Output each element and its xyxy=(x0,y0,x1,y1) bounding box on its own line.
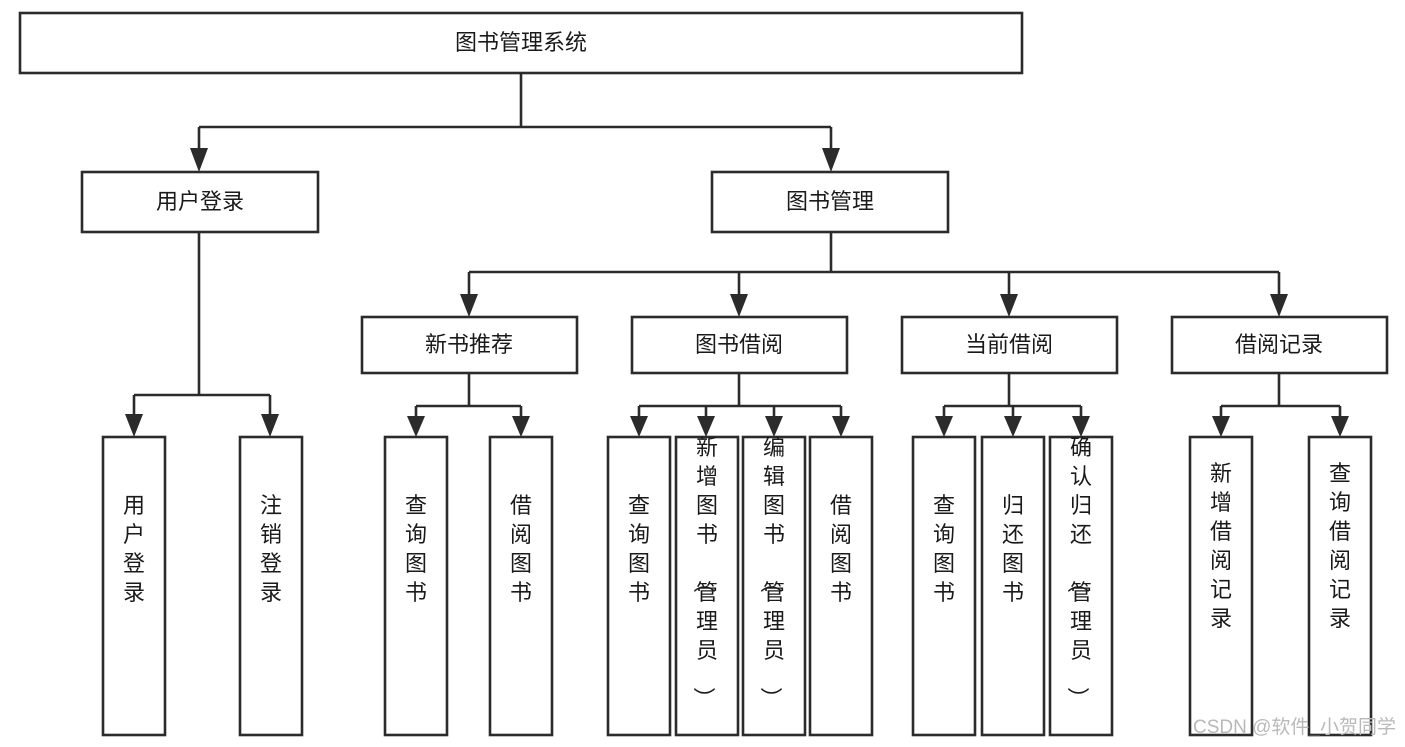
node-leaf-cb-return-book-box[interactable] xyxy=(980,435,1046,737)
connector-group-new-book xyxy=(407,373,530,437)
node-leaf-cb-return-book-label: 归还图书 xyxy=(1002,493,1024,605)
node-leaf-br-add-record-box[interactable] xyxy=(1188,435,1254,737)
node-leaf-bb-query-book[interactable]: 查询图书 xyxy=(606,435,672,737)
arrowhead-br-query-record xyxy=(1331,416,1349,437)
arrowhead-current-borrow xyxy=(1000,294,1018,317)
arrowhead-cb-return-book xyxy=(1004,416,1022,437)
csdn-watermark: CSDN @软件_小贺同学 xyxy=(1193,716,1396,738)
node-leaf-nb-query-book[interactable]: 查询图书 xyxy=(383,435,449,737)
node-leaf-logout-box[interactable] xyxy=(238,435,304,737)
connector-group-book-manage xyxy=(460,232,1288,317)
node-leaf-cb-confirm-return[interactable]: 确认归还（管理员） xyxy=(1048,435,1114,737)
node-user-login[interactable]: 用户登录 xyxy=(80,170,320,234)
node-leaf-br-add-record-label: 新增借阅记录 xyxy=(1210,461,1232,631)
node-root-system-label: 图书管理系统 xyxy=(455,30,587,55)
arrowhead-bb-edit-book xyxy=(765,416,783,437)
node-leaf-bb-query-book-label: 查询图书 xyxy=(628,493,650,605)
node-borrow-record[interactable]: 借阅记录 xyxy=(1170,315,1389,375)
arrowhead-bb-add-book xyxy=(697,416,715,437)
node-leaf-cb-confirm-return-box[interactable] xyxy=(1048,435,1114,737)
node-user-login-box[interactable] xyxy=(80,170,320,234)
node-leaf-nb-borrow-book-box[interactable] xyxy=(488,435,554,737)
node-leaf-nb-borrow-book-label: 借阅图书 xyxy=(510,493,532,605)
node-leaf-cb-query-book[interactable]: 查询图书 xyxy=(911,435,977,737)
node-leaf-nb-query-book-label: 查询图书 xyxy=(405,493,427,605)
node-leaf-bb-edit-book[interactable]: 编辑图书（管理员） xyxy=(741,435,807,737)
node-borrow-record-box[interactable] xyxy=(1170,315,1389,375)
arrowhead-user-login xyxy=(190,148,208,172)
node-book-manage[interactable]: 图书管理 xyxy=(710,170,950,234)
node-leaf-br-add-record[interactable]: 新增借阅记录 xyxy=(1188,435,1254,737)
arrowhead-nb-query-book xyxy=(407,416,425,437)
arrowhead-nb-borrow-book xyxy=(512,416,530,437)
node-leaf-br-query-record[interactable]: 查询借阅记录 xyxy=(1307,435,1373,737)
node-leaf-logout-label: 注销登录 xyxy=(260,493,282,605)
arrowhead-cb-confirm-return xyxy=(1072,416,1090,437)
node-leaf-bb-add-book[interactable]: 新增图书（管理员） xyxy=(674,435,740,737)
node-current-borrow-label: 当前借阅 xyxy=(965,332,1053,357)
node-leaf-bb-add-book-box[interactable] xyxy=(674,435,740,737)
connector-group-root xyxy=(190,73,840,172)
node-leaf-user-login[interactable]: 用户登录 xyxy=(101,435,167,737)
node-leaf-bb-edit-book-box[interactable] xyxy=(741,435,807,737)
arrowhead-leaf-logout xyxy=(261,414,279,437)
node-leaf-cb-query-book-label: 查询图书 xyxy=(933,493,955,605)
node-leaf-bb-borrow-book-label: 借阅图书 xyxy=(830,493,852,605)
node-book-borrow[interactable]: 图书借阅 xyxy=(630,315,849,375)
node-root-system[interactable]: 图书管理系统 xyxy=(18,11,1024,75)
node-book-manage-label: 图书管理 xyxy=(786,189,874,214)
node-new-book-recommend-box[interactable] xyxy=(360,315,579,375)
node-current-borrow[interactable]: 当前借阅 xyxy=(900,315,1119,375)
arrowhead-br-add-record xyxy=(1212,416,1230,437)
node-leaf-logout[interactable]: 注销登录 xyxy=(238,435,304,737)
node-new-book-recommend-label: 新书推荐 xyxy=(425,332,513,357)
node-leaf-nb-query-book-box[interactable] xyxy=(383,435,449,737)
node-leaf-cb-confirm-return-label: 确认归还（管理员） xyxy=(1065,435,1092,709)
node-leaf-cb-return-book[interactable]: 归还图书 xyxy=(980,435,1046,737)
node-leaf-bb-edit-book-label: 编辑图书（管理员） xyxy=(758,435,785,709)
node-book-manage-box[interactable] xyxy=(710,170,950,234)
node-leaf-br-query-record-label: 查询借阅记录 xyxy=(1329,461,1351,631)
node-leaf-bb-query-book-box[interactable] xyxy=(606,435,672,737)
node-leaf-bb-borrow-book[interactable]: 借阅图书 xyxy=(808,435,874,737)
node-leaf-bb-add-book-label: 新增图书（管理员） xyxy=(691,435,718,709)
arrowhead-cb-query-book xyxy=(935,416,953,437)
arrowhead-bb-borrow-book xyxy=(832,416,850,437)
node-borrow-record-label: 借阅记录 xyxy=(1235,332,1323,357)
node-book-borrow-box[interactable] xyxy=(630,315,849,375)
arrowhead-book-borrow xyxy=(730,294,748,317)
node-root-system-box[interactable] xyxy=(18,11,1024,75)
connector-group-borrow-record xyxy=(1212,373,1349,437)
connector-group-book-borrow xyxy=(630,373,850,437)
node-leaf-bb-borrow-book-box[interactable] xyxy=(808,435,874,737)
node-current-borrow-box[interactable] xyxy=(900,315,1119,375)
arrowhead-borrow-record xyxy=(1270,294,1288,317)
node-leaf-nb-borrow-book[interactable]: 借阅图书 xyxy=(488,435,554,737)
arrowhead-book-manage xyxy=(822,148,840,172)
arrowhead-leaf-user-login xyxy=(125,414,143,437)
connector-group-user-login xyxy=(125,232,279,437)
node-new-book-recommend[interactable]: 新书推荐 xyxy=(360,315,579,375)
arrowhead-new-book-recommend xyxy=(460,294,478,317)
node-user-login-label: 用户登录 xyxy=(156,189,244,214)
node-leaf-br-query-record-box[interactable] xyxy=(1307,435,1373,737)
connector-group-current-borrow xyxy=(935,373,1090,437)
node-leaf-user-login-box[interactable] xyxy=(101,435,167,737)
node-leaf-cb-query-book-box[interactable] xyxy=(911,435,977,737)
node-leaf-user-login-label: 用户登录 xyxy=(123,493,145,605)
node-book-borrow-label: 图书借阅 xyxy=(695,332,783,357)
arrowhead-bb-query-book xyxy=(630,416,648,437)
